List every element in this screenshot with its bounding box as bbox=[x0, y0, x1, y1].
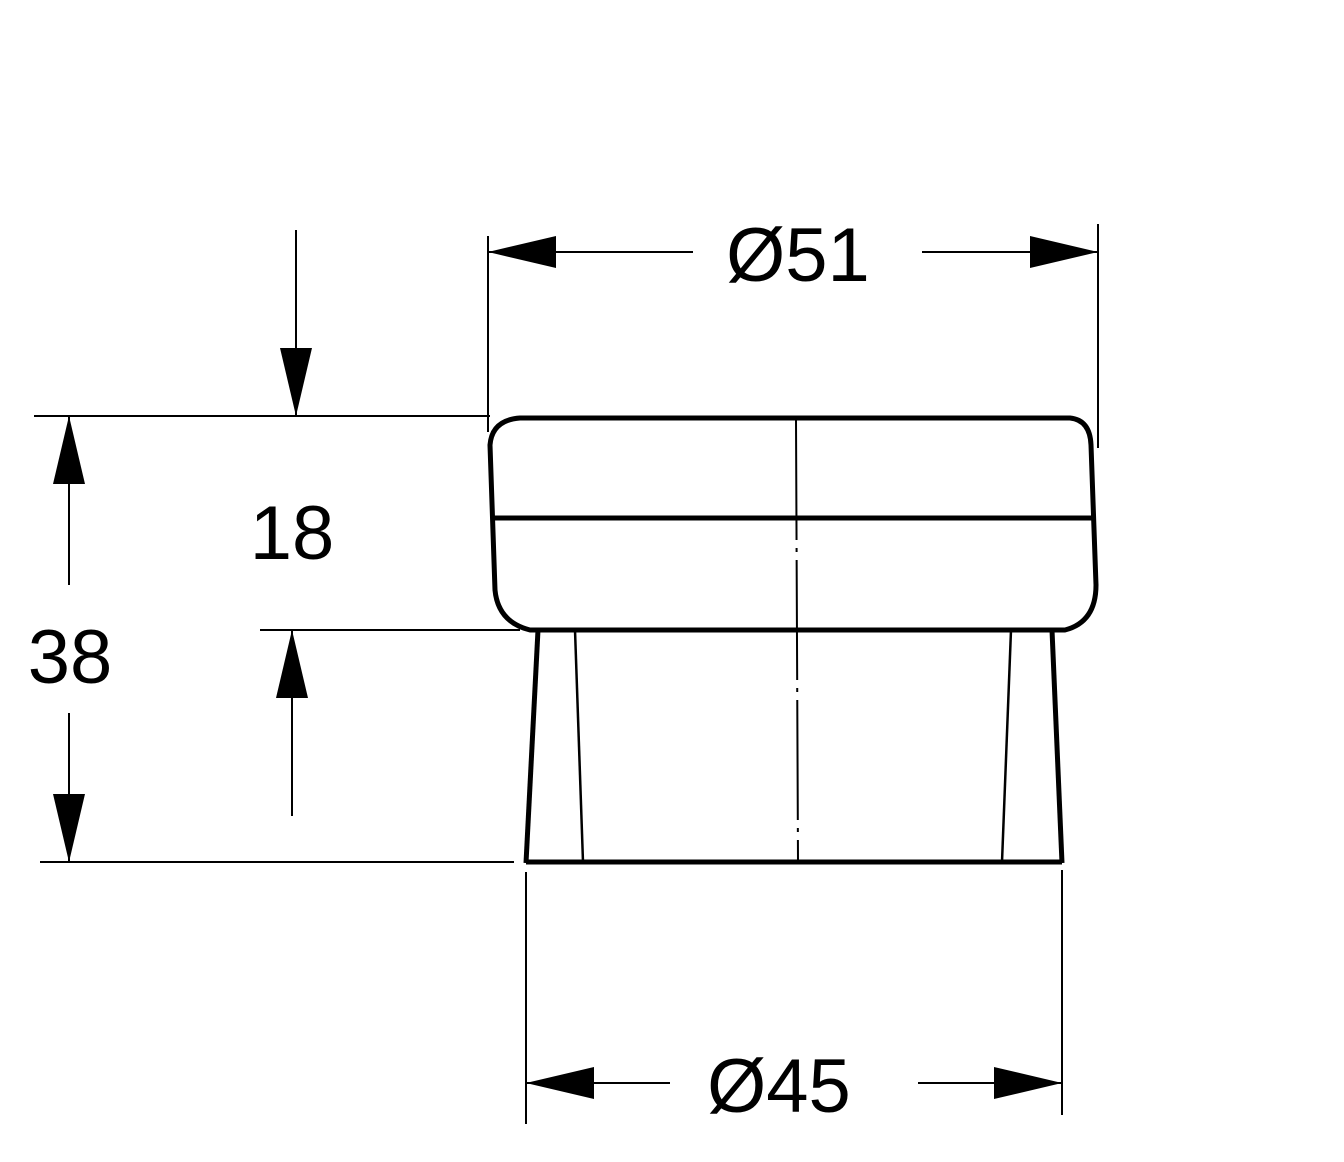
bottom-diameter-label: Ø45 bbox=[707, 1044, 851, 1129]
cap-height-dimension bbox=[260, 230, 520, 816]
arrowhead-bottom bbox=[53, 794, 85, 862]
base-right-inner-line bbox=[1000, 629, 1013, 863]
total-height-label: 38 bbox=[28, 615, 113, 700]
total-height-dimension bbox=[34, 415, 514, 863]
top-diameter-label: Ø51 bbox=[726, 213, 870, 298]
arrowhead-up bbox=[276, 630, 308, 698]
arrowhead-left bbox=[488, 236, 556, 268]
cap-height-label: 18 bbox=[250, 491, 335, 576]
bottom-diameter-dimension bbox=[525, 870, 1063, 1124]
base-left-edge bbox=[523, 629, 541, 864]
base-right-edge bbox=[1049, 629, 1065, 864]
cap bbox=[487, 415, 1099, 633]
base bbox=[523, 629, 1065, 865]
center-axis bbox=[795, 419, 799, 863]
arrowhead-right bbox=[1030, 236, 1098, 268]
arrowhead-top bbox=[53, 416, 85, 484]
arrowhead-right bbox=[994, 1067, 1062, 1099]
base-left-inner-line bbox=[573, 629, 585, 863]
top-diameter-dimension bbox=[487, 224, 1099, 448]
cap-outline bbox=[487, 415, 1099, 633]
arrowhead-left bbox=[526, 1067, 594, 1099]
arrowhead-down bbox=[280, 348, 312, 416]
